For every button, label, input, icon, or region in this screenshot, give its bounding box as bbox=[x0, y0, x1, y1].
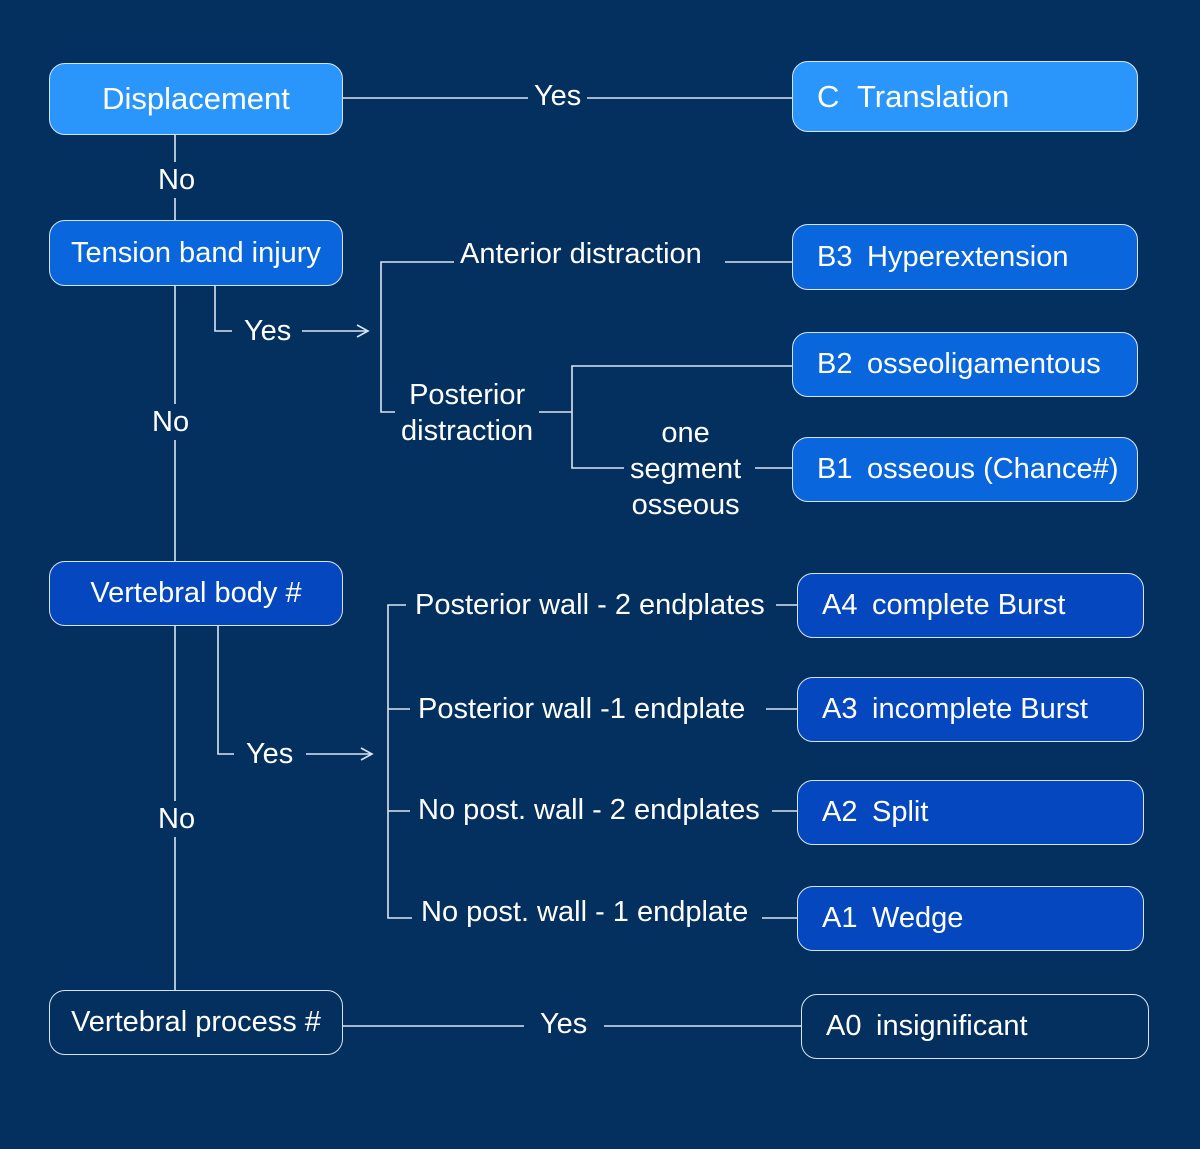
result-c-name: Translation bbox=[857, 78, 1010, 114]
label-no-2: No bbox=[146, 404, 196, 440]
result-b2: B2 osseoligamentous bbox=[792, 332, 1138, 397]
label-no-3: No bbox=[152, 801, 202, 837]
result-a1: A1 Wedge bbox=[797, 886, 1144, 951]
node-vertebral-body-label: Vertebral body # bbox=[90, 577, 302, 609]
label-yes-tension: Yes bbox=[238, 313, 298, 349]
node-tension-band: Tension band injury bbox=[49, 220, 343, 286]
result-b1-code: B1 bbox=[817, 453, 853, 485]
label-one-segment-line-3: osseous bbox=[631, 489, 740, 521]
label-yes-displacement: Yes bbox=[528, 78, 588, 114]
node-tension-band-label: Tension band injury bbox=[71, 236, 321, 269]
node-vertebral-body: Vertebral body # bbox=[49, 561, 343, 626]
result-c: C Translation bbox=[792, 61, 1138, 132]
result-b2-name: osseoligamentous bbox=[867, 348, 1101, 380]
label-yes-process: Yes bbox=[534, 1006, 594, 1042]
label-posterior-distraction: Posterior distraction bbox=[395, 377, 540, 449]
line-body-yes bbox=[217, 626, 234, 755]
result-b3-code: B3 bbox=[817, 240, 853, 273]
result-a2-name: Split bbox=[872, 796, 929, 828]
result-a1-code: A1 bbox=[822, 902, 858, 934]
line-tension-yes bbox=[214, 286, 232, 332]
bracket-b bbox=[380, 261, 460, 413]
result-a1-name: Wedge bbox=[872, 902, 964, 934]
label-one-segment-line-1: one bbox=[661, 417, 710, 449]
result-a4-code: A4 bbox=[822, 589, 858, 621]
result-a2: A2 Split bbox=[797, 780, 1144, 845]
result-a4: A4 complete Burst bbox=[797, 573, 1144, 638]
bracket-a bbox=[387, 604, 412, 919]
result-a0-code: A0 bbox=[826, 1010, 862, 1042]
label-a2-criterion: No post. wall - 2 endplates bbox=[412, 792, 766, 828]
result-b3: B3 Hyperextension bbox=[792, 224, 1138, 290]
result-c-code: C bbox=[817, 78, 840, 114]
node-vertebral-process: Vertebral process # bbox=[49, 990, 343, 1055]
label-no-1: No bbox=[152, 162, 202, 198]
result-a4-name: complete Burst bbox=[872, 589, 1066, 621]
label-posterior-line-1: Posterior bbox=[409, 379, 526, 411]
node-displacement-label: Displacement bbox=[102, 81, 290, 116]
result-a2-code: A2 bbox=[822, 796, 858, 828]
result-a3: A3 incomplete Burst bbox=[797, 677, 1144, 742]
label-yes-body: Yes bbox=[240, 736, 300, 772]
label-posterior-line-2: distraction bbox=[401, 415, 534, 447]
label-a3-criterion: Posterior wall -1 endplate bbox=[412, 691, 752, 727]
label-a1-criterion: No post. wall - 1 endplate bbox=[415, 894, 755, 930]
label-one-segment-osseous: one segment osseous bbox=[624, 415, 748, 523]
result-b2-code: B2 bbox=[817, 348, 853, 380]
result-a0-name: insignificant bbox=[876, 1010, 1028, 1042]
result-a3-name: incomplete Burst bbox=[872, 693, 1088, 725]
result-b1-name: osseous (Chance#) bbox=[867, 453, 1119, 485]
node-displacement: Displacement bbox=[49, 63, 343, 135]
bracket-posterior bbox=[571, 365, 792, 469]
label-one-segment-line-2: segment bbox=[630, 453, 742, 485]
label-a4-criterion: Posterior wall - 2 endplates bbox=[409, 587, 771, 623]
result-b3-name: Hyperextension bbox=[867, 240, 1069, 273]
result-a3-code: A3 bbox=[822, 693, 858, 725]
node-vertebral-process-label: Vertebral process # bbox=[71, 1006, 321, 1038]
result-b1: B1 osseous (Chance#) bbox=[792, 437, 1138, 502]
label-anterior-distraction: Anterior distraction bbox=[454, 236, 708, 272]
result-a0: A0 insignificant bbox=[801, 994, 1149, 1059]
